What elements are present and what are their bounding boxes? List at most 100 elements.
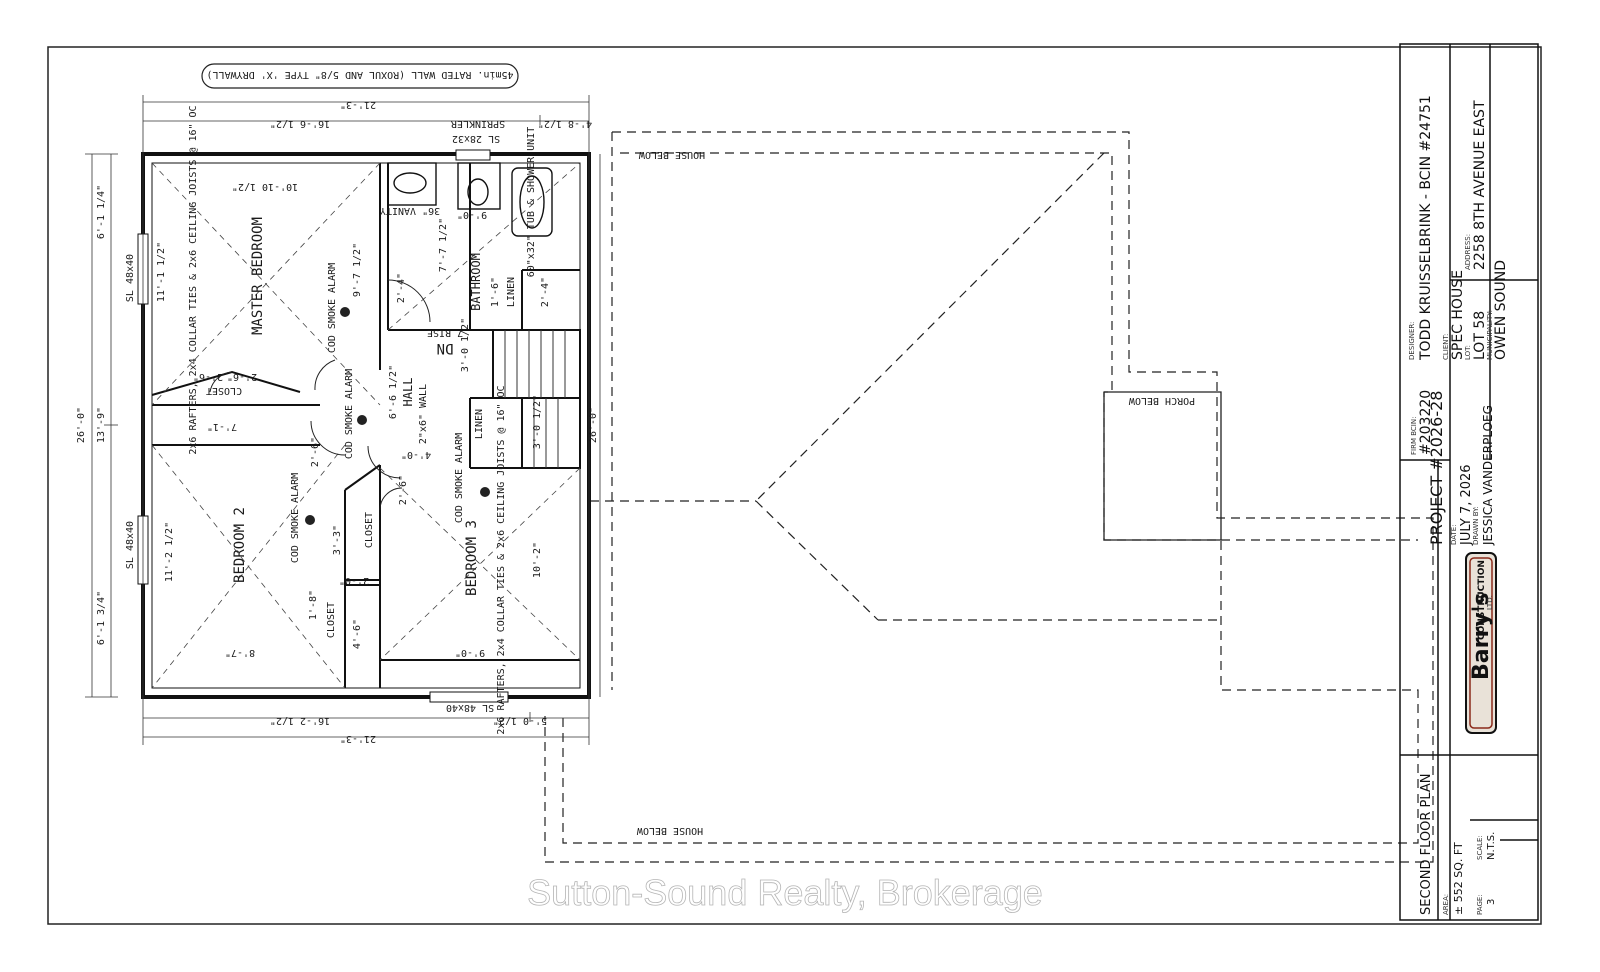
alarm-hall: COD SMOKE ALARM — [344, 369, 355, 459]
room-closet-b3: CLOSET — [364, 512, 375, 548]
tb-municipality: OWEN SOUND — [1493, 260, 1509, 360]
room-master: MASTER BEDROOM — [250, 217, 266, 335]
tb-drawn-by: JESSICA VANDERPLOEG — [1481, 405, 1495, 546]
interior-walls — [151, 163, 581, 688]
dim-door-master-bed: 2'-6" — [193, 371, 223, 382]
dim-b2-closet: 3'-3" — [332, 525, 343, 555]
tb-drawn-label: DRAWN BY: — [1472, 506, 1480, 545]
tb-date-label: DATE: — [1450, 524, 1458, 545]
dim-window-bottom: SL 48x40 — [446, 702, 494, 713]
dim-window-left-1: SL 48x40 — [125, 254, 136, 302]
tb-client: SPEC HOUSE — [1450, 270, 1466, 360]
dim-b3-w: 9'-0" — [455, 647, 485, 658]
tb-date: JULY 7, 2026 — [1459, 464, 1474, 546]
dim-left-top: 6'-1 1/4" — [96, 185, 107, 239]
dim-left-overall: 26'-0" — [76, 407, 87, 443]
dim-b2-closet-w: 2'-0" — [339, 575, 369, 586]
tb-municipality-label: MUNICIPALITY: — [1486, 310, 1494, 360]
dim-door-master-closet: 2'-6" — [227, 371, 257, 382]
alarm-b2: COD SMOKE ALARM — [290, 473, 301, 563]
dim-master-closet: 7'-1" — [207, 421, 237, 432]
dim-stair-w2: 3'-0 1/2" — [532, 395, 543, 449]
tb-scale-label: SCALE: — [1476, 835, 1484, 860]
room-diagonals — [151, 162, 581, 689]
room-bedroom3: BEDROOM 3 — [464, 520, 480, 596]
dim-left-mid: 13'-9" — [96, 407, 107, 443]
stair-treads — [504, 330, 566, 468]
room-stair: DN — [437, 340, 454, 356]
tb-page-label: PAGE: — [1476, 894, 1484, 915]
room-vanity: 36" VANITY — [380, 205, 440, 216]
watermark: Sutton-Sound Realty, Brokerage — [527, 872, 1043, 913]
tb-sheet-title: SECOND FLOOR PLAN — [1419, 773, 1434, 915]
tb-lot-label: LOT: — [1464, 345, 1472, 360]
rafters-note-master: 2x6 RAFTERS, 2x4 COLLAR TIES & 2x6 CEILI… — [188, 105, 199, 454]
alarm-b3: COD SMOKE ALARM — [454, 433, 465, 523]
dimension-lines — [85, 95, 601, 745]
tb-area-label: AREA: — [1442, 894, 1450, 915]
dim-door-closet-small: 1'-8" — [308, 590, 319, 620]
dim-left-bottom: 6'-1 3/4" — [96, 591, 107, 645]
tb-client-label: CLIENT: — [1442, 334, 1450, 360]
smoke-alarm-symbols — [305, 307, 490, 525]
house-below-top: HOUSE BELOW — [638, 149, 705, 160]
tb-lot: LOT 58 — [1472, 311, 1488, 360]
dim-b2-l: 11'-2 1/2" — [164, 522, 175, 582]
door-swings — [209, 279, 431, 511]
bathroom-fixtures — [387, 162, 553, 237]
dim-window-left-2: SL 48x40 — [125, 521, 136, 569]
dim-door-b2: 2'-6" — [310, 437, 321, 467]
dim-bottom-right: 5'-0 1/2" — [493, 715, 547, 726]
logo-small: LTD. — [1486, 595, 1494, 610]
room-linen-2: LINEN — [474, 409, 485, 439]
barrys-construction-logo: Barry's CONSTRUCTION LTD. — [1465, 552, 1497, 734]
logo-main: Barry's — [1469, 593, 1494, 680]
room-linen-1: LINEN — [506, 277, 517, 307]
dim-bath-w: 9'-0" — [457, 209, 487, 220]
title-block-frame — [1399, 43, 1539, 921]
room-tub: 60"x32" TUB & SHOWER UNIT — [526, 127, 537, 278]
dim-top-overall: 21'-3" — [340, 99, 376, 110]
sheet-border — [47, 46, 1542, 925]
rafters-note-b3: 2x6 RAFTERS, 2x4 COLLAR TIES & 2x6 CEILI… — [496, 385, 507, 734]
dim-door-master: 2'-4" — [396, 273, 407, 303]
dim-top-right: 4'-8 1/2" — [538, 118, 592, 129]
tb-scale: N.T.S. — [1486, 832, 1497, 860]
house-below-bottom: HOUSE BELOW — [636, 825, 703, 836]
porch-below-outline — [1103, 391, 1222, 541]
dim-hall-len: 6'-6 1/2" — [388, 365, 399, 419]
dim-bottom-overall: 21'-3" — [340, 733, 376, 744]
tb-firm-label: FIRM BCIN: — [1410, 417, 1418, 455]
room-closet-master: CLOSET — [206, 385, 242, 396]
tb-designer-label: DESIGNER: — [1408, 322, 1416, 360]
room-closet-b2: CLOSET — [326, 602, 337, 638]
room-bedroom2: BEDROOM 2 — [232, 507, 248, 583]
dim-door-b3: 2'-6" — [398, 475, 409, 505]
room-bathroom: BATHROOM — [469, 253, 483, 311]
dim-window-top: SL 28x32 — [452, 133, 500, 144]
tb-address-label: ADDRESS: — [1464, 234, 1472, 270]
logo-sub: CONSTRUCTION — [1477, 560, 1487, 640]
dim-bath-h: 7'-7 1/2" — [438, 218, 449, 272]
note-banner: 45min. RATED WALL (ROXUL AND 5/8" TYPE '… — [206, 69, 513, 80]
dim-door-linen: 1'-6" — [490, 277, 501, 307]
tb-area: ± 552 SQ. FT — [1452, 842, 1465, 915]
tb-page: 3 — [1486, 899, 1497, 905]
dim-b2-w: 8'-7" — [225, 647, 255, 658]
dim-top-left: 16'-6 1/2" — [270, 118, 330, 129]
dim-hall-w: 4'-0" — [401, 449, 431, 460]
tb-project: PROJECT #2026-28 — [1427, 391, 1446, 545]
dim-stair-w1: 3'-0 1/2" — [460, 318, 471, 372]
dim-master-h: 9'-7 1/2" — [352, 243, 363, 297]
dim-linen-w: 2'-4" — [540, 277, 551, 307]
dim-b2-closet2: 4'-6" — [352, 619, 363, 649]
tb-designer: TODD KRUISSELBRINK - BCIN #24751 — [1418, 95, 1434, 361]
dim-master-w: 10'-10 1/2" — [232, 181, 298, 192]
dim-right-overall: 26'-0" — [588, 407, 599, 443]
tb-address: 2258 8TH AVENUE EAST — [1472, 100, 1488, 270]
dim-bottom-left: 16'-2 1/2" — [270, 715, 330, 726]
room-stair-rise: 7 RISE — [427, 327, 463, 338]
tb-firm-bcin: #203220 — [1418, 390, 1434, 455]
